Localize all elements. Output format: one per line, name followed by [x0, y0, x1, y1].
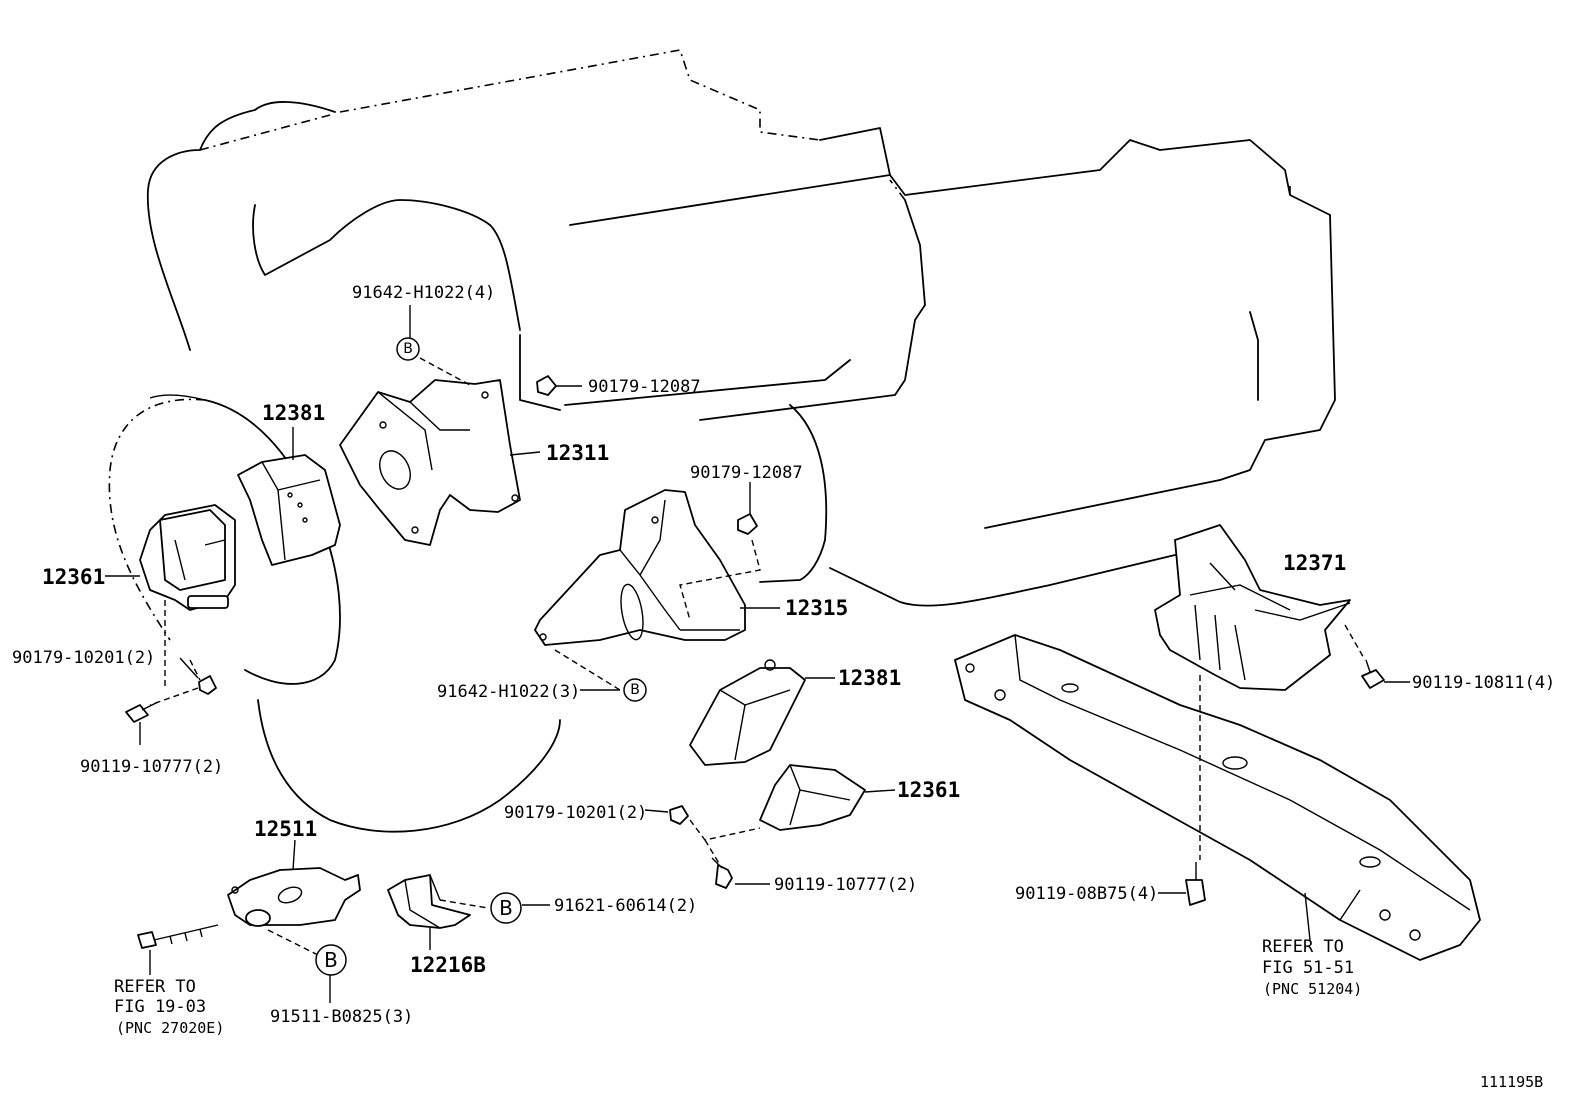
label-91642-h1022-3: 91642-H1022(3)	[437, 682, 580, 702]
refer-right-line3: (PNC 51204)	[1263, 980, 1362, 998]
engine-mount-12361-left	[139, 504, 236, 611]
label-91511-b0825: 91511-B0825(3)	[270, 1007, 413, 1027]
leader-lines	[105, 305, 1410, 1003]
label-91621-60614: 91621-60614(2)	[554, 896, 697, 916]
refer-left-line3: (PNC 27020E)	[116, 1019, 224, 1037]
nut-icon	[198, 375, 758, 825]
callout-b-icon: B	[490, 892, 522, 924]
bracket-12216b	[387, 874, 471, 929]
engine-mount-insulator-12381-right	[689, 659, 806, 766]
refer-right-line1: REFER TO	[1262, 937, 1344, 957]
label-90119-08b75: 90119-08B75(4)	[1015, 884, 1158, 904]
label-90119-10777-left: 90119-10777(2)	[80, 757, 223, 777]
label-12361-right: 12361	[897, 778, 960, 802]
refer-left-line1: REFER TO	[114, 977, 196, 997]
callout-b-icon: B	[315, 944, 347, 976]
refer-right-line2: FIG 51-51	[1262, 958, 1354, 978]
label-12216b: 12216B	[410, 953, 486, 977]
label-90119-10811: 90119-10811(4)	[1412, 673, 1555, 693]
engine-mount-insulator-12381-left	[237, 454, 341, 566]
label-90179-10201-right: 90179-10201(2)	[504, 803, 647, 823]
refer-left-line2: FIG 19-03	[114, 997, 206, 1017]
engine-mount-bracket-12511	[227, 867, 361, 927]
label-90179-10201-left: 90179-10201(2)	[12, 648, 155, 668]
label-12311: 12311	[546, 441, 609, 465]
label-12361-left: 12361	[42, 565, 105, 589]
label-12381-right: 12381	[838, 666, 901, 690]
svg-text:B: B	[324, 948, 338, 972]
callout-b-icon: B	[623, 678, 647, 702]
label-90179-12087-a: 90179-12087	[588, 377, 701, 397]
label-91642-h1022-4: 91642-H1022(4)	[352, 283, 495, 303]
callout-b-icon: B	[396, 337, 420, 361]
label-12381-left: 12381	[262, 401, 325, 425]
transmission-mount-12371	[1154, 524, 1351, 691]
engine-mount-bracket-12311	[339, 379, 521, 546]
crank-pulley-outline	[108, 394, 561, 833]
label-12315: 12315	[785, 596, 848, 620]
svg-text:B: B	[499, 896, 513, 920]
svg-text:B: B	[403, 341, 413, 357]
label-12511: 12511	[254, 817, 317, 841]
crossmember-outline	[954, 634, 1481, 961]
label-12371: 12371	[1283, 551, 1346, 575]
engine-mount-12361-right	[759, 764, 866, 831]
figure-id: 111195B	[1480, 1073, 1543, 1091]
svg-text:B: B	[630, 682, 640, 698]
label-90179-12087-b: 90179-12087	[690, 463, 803, 483]
engine-outline	[146, 49, 1336, 607]
engine-mount-bracket-12315	[534, 489, 746, 646]
label-90119-10777-right: 90119-10777(2)	[774, 875, 917, 895]
